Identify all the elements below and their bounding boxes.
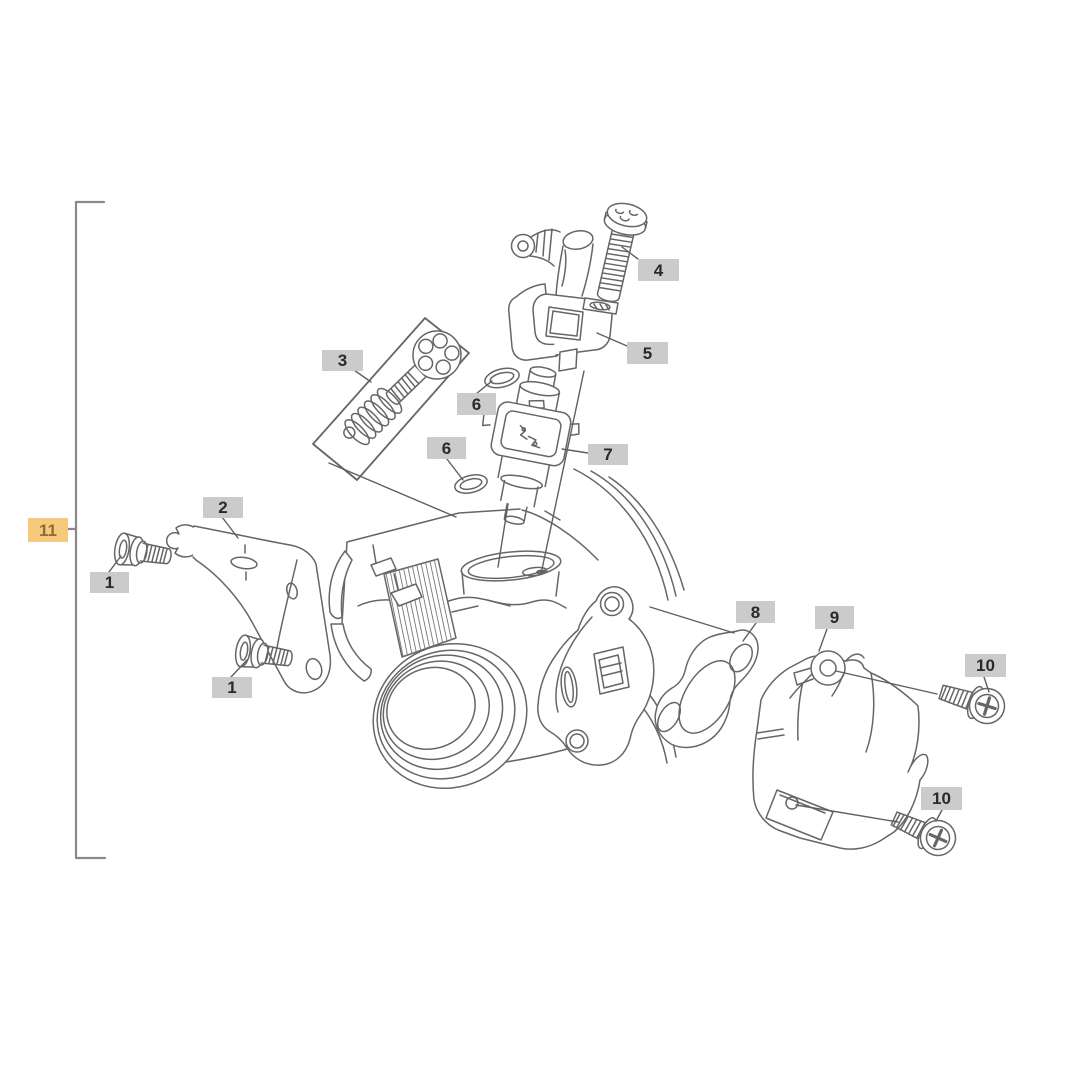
assembly-group-bracket bbox=[65, 200, 107, 860]
callout-8[interactable]: 8 bbox=[736, 601, 775, 623]
callout-9[interactable]: 9 bbox=[815, 606, 854, 629]
part-6-oring-a-drawing bbox=[484, 367, 520, 389]
callout-2[interactable]: 2 bbox=[203, 497, 243, 518]
callout-5[interactable]: 5 bbox=[627, 342, 668, 364]
throttle-body-drawing bbox=[328, 468, 685, 790]
part-5-holder-drawing bbox=[508, 283, 619, 372]
part-8-gasket-drawing bbox=[654, 629, 759, 749]
part-7-injector-drawing bbox=[481, 366, 580, 525]
callout-10-a[interactable]: 10 bbox=[965, 654, 1006, 677]
callout-4[interactable]: 4 bbox=[638, 259, 679, 281]
callout-6-b[interactable]: 6 bbox=[427, 437, 466, 459]
callout-11-highlighted[interactable]: 11 bbox=[28, 518, 68, 542]
callout-10-b[interactable]: 10 bbox=[921, 787, 962, 810]
callout-1-b[interactable]: 1 bbox=[212, 677, 252, 698]
callout-7[interactable]: 7 bbox=[588, 444, 628, 465]
callout-6-a[interactable]: 6 bbox=[457, 393, 496, 415]
part-10-screw-a-drawing bbox=[934, 673, 1011, 730]
part-1-screw-a-drawing bbox=[111, 531, 175, 574]
callout-1-a[interactable]: 1 bbox=[90, 572, 129, 593]
part-2-bracket-drawing bbox=[165, 524, 332, 694]
hose-joint-elbow-drawing bbox=[510, 228, 594, 297]
callout-3[interactable]: 3 bbox=[322, 350, 363, 371]
part-6-oring-b-drawing bbox=[454, 474, 488, 494]
part-9-sensor-cover-drawing bbox=[752, 650, 929, 850]
part-3-screw-spring-set-drawing bbox=[312, 317, 470, 481]
leader-lines bbox=[108, 246, 990, 823]
part-4-bolt-drawing bbox=[596, 202, 648, 303]
